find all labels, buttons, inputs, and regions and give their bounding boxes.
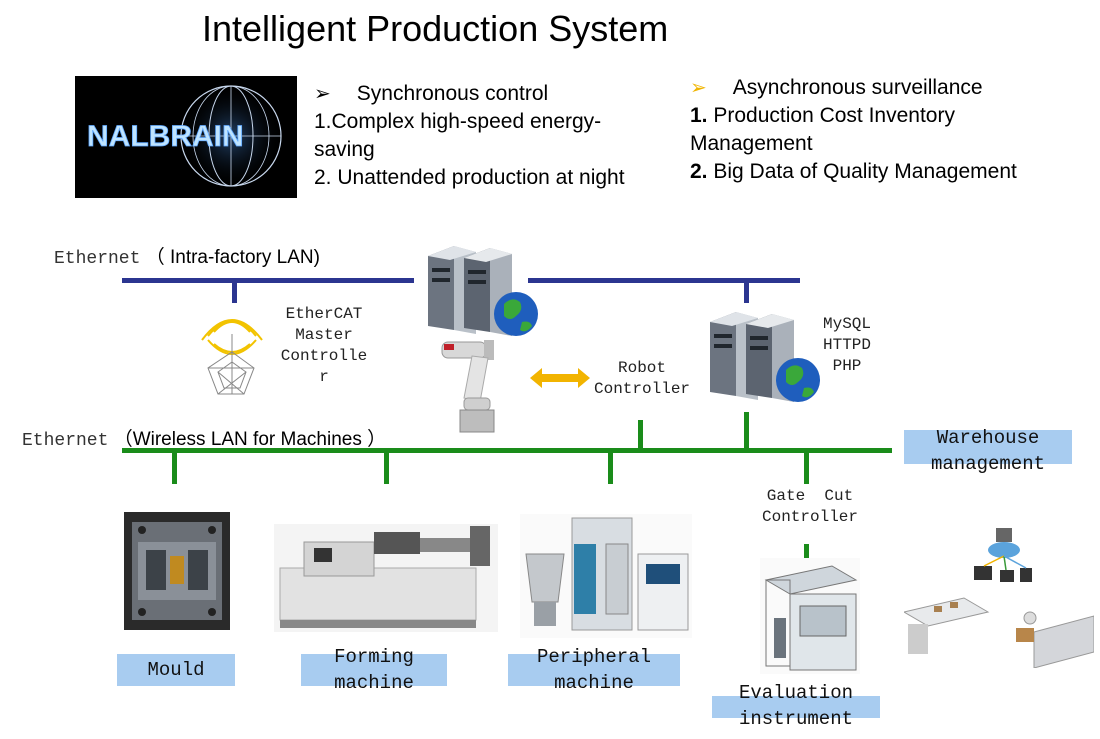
wireless-lan-drop-forming	[384, 450, 389, 484]
intra-lan-drop-server	[744, 281, 749, 303]
robot-controller-label-line: Robot	[617, 359, 666, 377]
evaluation-instrument-image	[760, 558, 860, 674]
sync-line-2: saving	[314, 138, 375, 161]
wireless-lan-suffix: （Wireless LAN for Machines ）	[113, 429, 387, 450]
server-icon	[428, 246, 538, 336]
sync-heading: Synchronous control	[356, 82, 549, 105]
mould-label-box: Mould	[117, 654, 235, 686]
page-title: Intelligent Production System	[202, 8, 669, 49]
intra-lan-label: Ethernet （ Intra-factory LAN)	[54, 242, 320, 269]
evaluation-label-box: Evaluation instrument	[712, 682, 880, 730]
gatecut-link-evaluation	[804, 544, 809, 562]
robot-controller-label: Robot Controller	[594, 358, 690, 400]
forming-label-line: machine	[334, 672, 414, 694]
mysql-label-line: MySQL	[822, 315, 871, 333]
async-item1-b: Management	[690, 132, 813, 155]
intra-lan-line-right	[528, 278, 800, 283]
async-surveillance-block: ➢ Asynchronous surveillance 1. Production…	[690, 74, 1017, 186]
peripheral-label-line: Peripheral	[536, 646, 652, 668]
gatecut-label: Gate Cut Controller	[760, 486, 860, 528]
forming-machine-image	[274, 524, 498, 632]
wireless-node-icon	[201, 319, 263, 395]
intra-lan-suffix: （ Intra-factory LAN)	[145, 247, 320, 268]
mould-image	[124, 512, 230, 630]
warehouse-label-line: management	[930, 453, 1046, 475]
warehouse-box: Warehouse management	[904, 427, 1072, 475]
gatecut-label-line: Controller	[761, 508, 858, 526]
wireless-lan-drop-mould	[172, 450, 177, 484]
ethercat-label-line: EtherCAT	[285, 305, 363, 323]
async-item2-num: 2.	[690, 160, 708, 183]
ethercat-label-line: Master	[295, 326, 353, 344]
gatecut-label-line: Gate Cut	[766, 487, 854, 505]
async-item1-num: 1.	[690, 104, 708, 127]
evaluation-label-line: Evaluation	[738, 682, 854, 704]
wireless-lan-drop-gatecut	[804, 450, 809, 484]
wireless-lan-line	[122, 448, 892, 453]
async-item1-a: Production Cost Inventory	[707, 104, 955, 127]
intra-lan-drop-ethercat	[232, 281, 237, 303]
forming-label-box: Forming machine	[301, 646, 447, 694]
logo-text: NALBRAIN	[87, 120, 244, 153]
server-icon	[710, 312, 820, 402]
mysql-label: MySQL HTTPD PHP	[818, 314, 876, 377]
wireless-lan-prefix: Ethernet	[22, 431, 109, 451]
intra-lan-line-left	[122, 278, 414, 283]
wireless-lan-drop-peripheral	[608, 450, 613, 484]
async-heading: Asynchronous surveillance	[732, 76, 983, 99]
forming-label-line: Forming	[334, 646, 414, 668]
intra-lan-prefix: Ethernet	[54, 249, 141, 269]
sync-line-3: 2. Unattended production at night	[314, 166, 625, 189]
ethercat-label: EtherCAT Master Controlle r	[280, 304, 368, 388]
sync-line-1: 1.Complex high-speed energy-	[314, 110, 602, 133]
globe-icon: NALBRAIN	[87, 84, 283, 188]
wireless-lan-riser-server	[744, 412, 749, 450]
mysql-label-line: HTTPD	[822, 336, 871, 354]
arrow-bullet-icon: ➢	[690, 77, 707, 99]
peripheral-label-box: Peripheral machine	[508, 646, 680, 694]
ethercat-label-line: Controlle	[280, 347, 368, 365]
nalbrain-logo: NALBRAIN	[75, 76, 297, 198]
evaluation-label-line: instrument	[738, 708, 854, 730]
warehouse-label-line: Warehouse	[936, 427, 1040, 449]
wireless-lan-riser-robot	[638, 420, 643, 450]
peripheral-machine-image	[520, 514, 692, 638]
peripheral-label-line: machine	[554, 672, 634, 694]
ethercat-label-line: r	[319, 368, 329, 386]
robot-controller-label-line: Controller	[594, 380, 691, 398]
arrow-bullet-icon: ➢	[314, 83, 331, 105]
async-item2: Big Data of Quality Management	[707, 160, 1017, 183]
sync-control-block: ➢ Synchronous control 1.Complex high-spee…	[314, 80, 625, 192]
double-arrow-icon	[530, 368, 590, 388]
wireless-lan-label: Ethernet （Wireless LAN for Machines ）	[22, 424, 386, 451]
robot-arm-icon	[441, 340, 495, 433]
mysql-label-line: PHP	[832, 357, 862, 375]
mould-label: Mould	[147, 659, 205, 681]
warehouse-image	[904, 522, 1094, 668]
